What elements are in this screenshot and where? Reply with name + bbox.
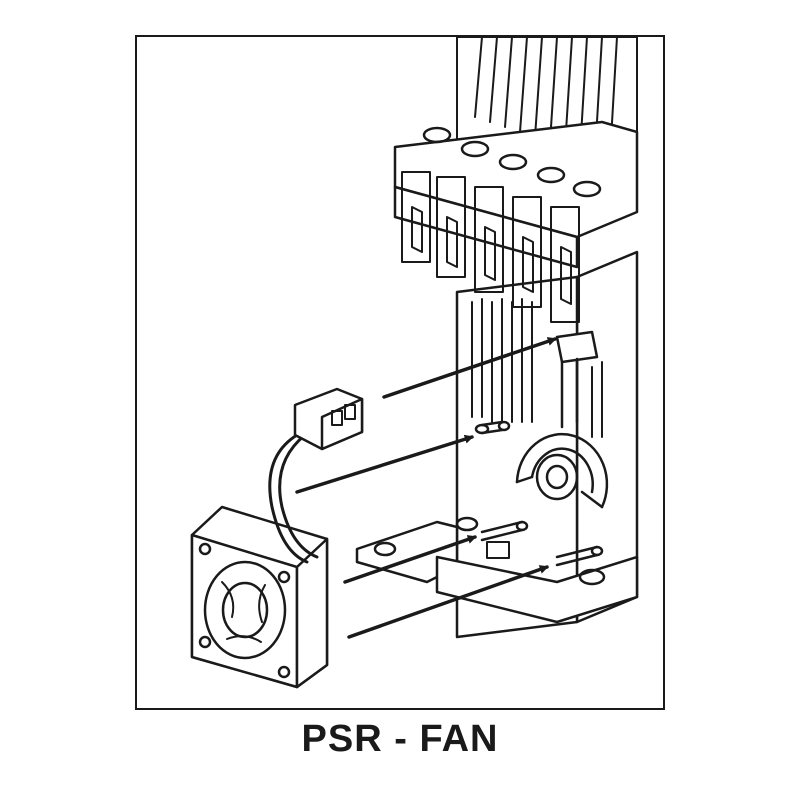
fan-screw-hole bbox=[277, 665, 291, 679]
fan-plug-connector bbox=[293, 387, 364, 451]
screw-hole bbox=[422, 126, 452, 144]
screw-hole bbox=[460, 140, 490, 158]
diagram-caption: PSR - FAN bbox=[301, 718, 499, 760]
front-vents bbox=[471, 298, 603, 438]
power-supply-module bbox=[355, 37, 639, 639]
arrow-fan-to-left-pin bbox=[343, 535, 477, 584]
base-screw-hole bbox=[373, 541, 397, 557]
illustration-frame bbox=[135, 35, 665, 710]
base-plate bbox=[355, 516, 639, 624]
screw-hole bbox=[536, 166, 566, 184]
fan-screw-hole bbox=[277, 570, 291, 584]
arrow-fan-to-right-pin bbox=[347, 565, 549, 639]
assembly-arrows bbox=[295, 337, 557, 639]
arrow-plug-to-socket bbox=[382, 337, 557, 399]
base-screw-hole bbox=[455, 516, 479, 532]
screw-hole bbox=[572, 180, 602, 198]
fan-screw-hole bbox=[198, 542, 212, 556]
cooling-fan bbox=[190, 505, 329, 689]
assembly-illustration bbox=[190, 37, 639, 689]
screw-hole bbox=[498, 153, 528, 171]
terminal-block bbox=[393, 120, 639, 323]
fan-connector-socket bbox=[555, 330, 599, 429]
fan-rotor bbox=[203, 560, 287, 660]
base-screw-hole bbox=[578, 568, 606, 586]
fan-screw-hole bbox=[198, 635, 212, 649]
fan-cable bbox=[268, 433, 319, 564]
fan-mount-ring bbox=[515, 432, 609, 509]
arrow-fan-to-upper-pin bbox=[295, 434, 474, 494]
upper-mounting-pin bbox=[474, 420, 511, 435]
